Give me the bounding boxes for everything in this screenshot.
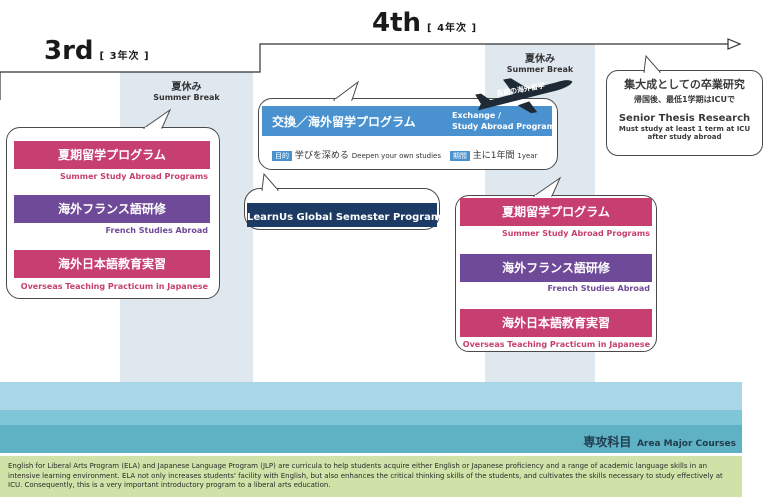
ela-jlp-description: English for Liberal Arts Program (ELA) a… [8, 462, 723, 489]
summer-break-en: Summer Break [506, 65, 574, 74]
exchange-en-line-1: Exchange / [452, 111, 502, 120]
thesis-title-en: Senior Thesis Research [618, 113, 751, 124]
exchange-title-box: 交換／海外留学プログラム [262, 106, 552, 136]
exchange-details: 目的 学びを深める Deepen your own studies 期間 主に1… [272, 148, 537, 161]
exchange-title-en: Exchange / Study Abroad Program [452, 110, 555, 132]
summer-study-sub-right: Summer Study Abroad Programs [501, 229, 650, 238]
summer-break-label-2: 夏休み Summer Break [485, 50, 595, 74]
summer-break-en: Summer Break [153, 93, 220, 102]
airplane-icon [475, 78, 573, 114]
timeline-staircase [0, 38, 742, 100]
summer-break-label-1: 夏休み Summer Break [120, 78, 253, 102]
summer-break-jp: 夏休み [525, 54, 555, 65]
french-studies-ribbon-left: 海外フランス語研修 [14, 195, 210, 223]
year-4-label: 4th [ 4年次 ] [372, 8, 477, 38]
course-band-2 [0, 410, 742, 425]
thesis-bubble [606, 70, 763, 156]
thesis-sub-en-1: Must study at least 1 term at ICU [618, 125, 751, 133]
year-4-ordinal: 4th [372, 8, 422, 38]
summer-study-sub-left: Summer Study Abroad Programs [59, 172, 208, 181]
thesis-sub-en-2: after study abroad [647, 133, 722, 141]
exchange-title-jp: 交換／海外留学プログラム [272, 115, 416, 129]
area-major-jp: 専攻科目 [583, 435, 632, 449]
purpose-text: 学びを深める [294, 151, 349, 161]
exchange-en-line-2: Study Abroad Program [452, 122, 555, 131]
teaching-practicum-sub-left: Overseas Teaching Practicum in Japanese [20, 282, 208, 291]
left-bubble-tail [142, 108, 172, 129]
area-major-label: 専攻科目 Area Major Courses [583, 431, 736, 450]
teaching-practicum-ribbon-left: 海外日本語教育実習 [14, 250, 210, 278]
year-3-label: 3rd [ 3年次 ] [44, 36, 150, 66]
year-3-japanese: [ 3年次 ] [99, 51, 150, 62]
exchange-bubble-tail [332, 80, 359, 101]
course-band-1 [0, 382, 742, 410]
summer-study-ribbon-left: 夏期留学プログラム [14, 141, 210, 169]
ela-jlp-band [0, 456, 742, 497]
teaching-practicum-sub-right: Overseas Teaching Practicum in Japanese [462, 340, 650, 349]
french-studies-ribbon-right: 海外フランス語研修 [460, 254, 652, 282]
thesis-content: 集大成としての卒業研究 帰国後、最低1学期はICUで Senior Thesis… [608, 76, 761, 141]
learnus-label-box: LearnUs Global Semester Program [247, 203, 441, 227]
french-studies-sub-right: French Studies Abroad [547, 284, 650, 293]
french-studies-sub-left: French Studies Abroad [105, 226, 208, 235]
thesis-title-jp: 集大成としての卒業研究 [624, 78, 745, 91]
thesis-sub-jp: 帰国後、最低1学期はICUで [634, 95, 735, 104]
duration-text-en: 1year [517, 152, 538, 160]
teaching-practicum-ribbon-right: 海外日本語教育実習 [460, 309, 652, 337]
duration-text: 主に1年間 [472, 151, 515, 161]
purpose-tag: 目的 [272, 151, 292, 161]
duration-tag: 期間 [449, 151, 470, 161]
learnus-label: LearnUs Global Semester Program [247, 212, 442, 223]
area-major-band: 専攻科目 Area Major Courses [0, 425, 742, 453]
year-3-ordinal: 3rd [44, 36, 94, 66]
right-bubble-tail [532, 176, 562, 197]
year-4-japanese: [ 4年次 ] [427, 23, 478, 34]
thesis-bubble-tail [643, 54, 662, 73]
purpose-text-en: Deepen your own studies [351, 152, 441, 160]
learnus-bubble-tail [261, 172, 280, 191]
summer-study-ribbon-right: 夏期留学プログラム [460, 198, 652, 226]
summer-break-jp: 夏休み [171, 82, 202, 93]
area-major-en: Area Major Courses [636, 439, 736, 449]
